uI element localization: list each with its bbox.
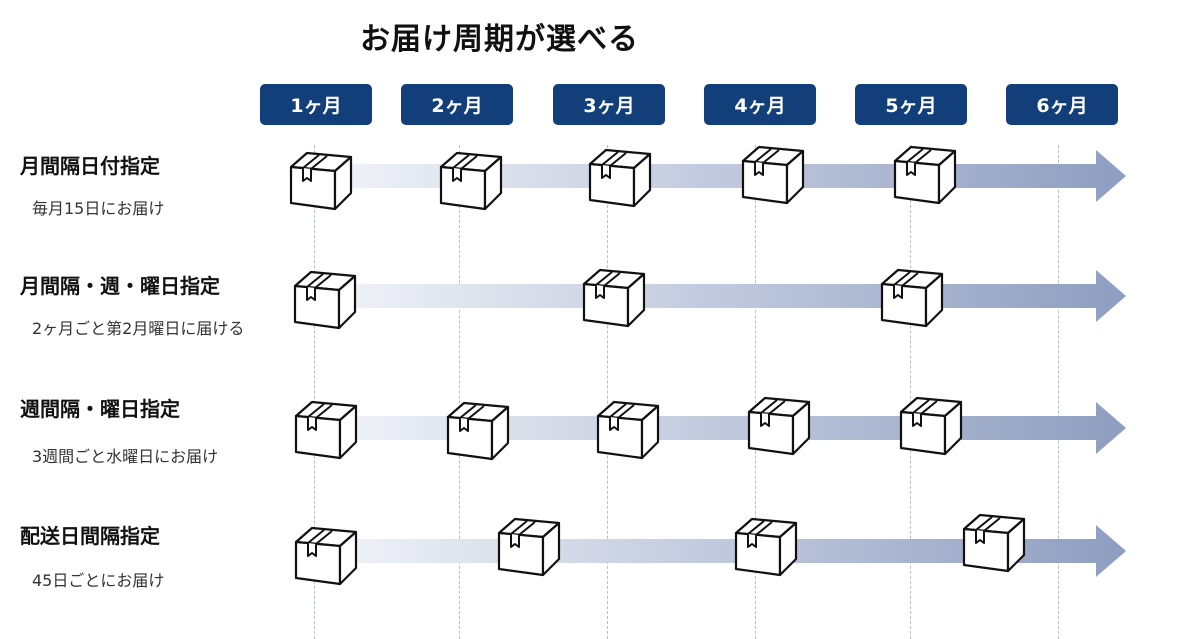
month-3-pill: 3ヶ月 [553,84,665,125]
package-icon [584,144,656,210]
month-1-pill: 1ヶ月 [260,84,372,125]
package-icon [592,396,664,462]
guide-line [459,145,460,639]
guide-line [1058,145,1059,639]
package-icon [743,392,815,458]
package-icon [889,141,961,207]
guide-line [607,145,608,639]
guide-line [755,145,756,639]
row-2-arrow [300,270,1126,322]
row-1-arrow [300,150,1126,202]
row-4-desc: 45日ごとにお届け [32,571,165,590]
month-6-pill: 6ヶ月 [1006,84,1118,125]
package-icon [737,141,809,207]
package-icon [435,147,507,213]
month-2-pill: 2ヶ月 [401,84,513,125]
row-2-desc: 2ヶ月ごと第2月曜日に届ける [32,319,245,338]
package-icon [876,264,948,330]
row-3-desc: 3週間ごと水曜日にお届け [32,447,219,466]
month-4-pill: 4ヶ月 [704,84,816,125]
package-icon [958,509,1030,575]
month-5-pill: 5ヶ月 [855,84,967,125]
row-2-label: 月間隔・週・曜日指定 [20,274,220,298]
package-icon [290,522,362,588]
row-3-label: 週間隔・曜日指定 [20,397,180,421]
row-1-desc: 毎月15日にお届け [32,199,165,218]
guide-line [910,145,911,639]
package-icon [285,147,357,213]
row-1-label: 月間隔日付指定 [20,154,160,178]
package-icon [578,264,650,330]
package-icon [493,513,565,579]
guide-line [314,145,315,639]
row-4-label: 配送日間隔指定 [20,524,160,548]
package-icon [895,392,967,458]
package-icon [442,397,514,463]
page-title: お届け周期が選べる [360,22,639,57]
package-icon [290,396,362,462]
row-3-arrow [300,402,1126,454]
package-icon [730,513,802,579]
package-icon [289,266,361,332]
row-4-arrow [300,525,1126,577]
